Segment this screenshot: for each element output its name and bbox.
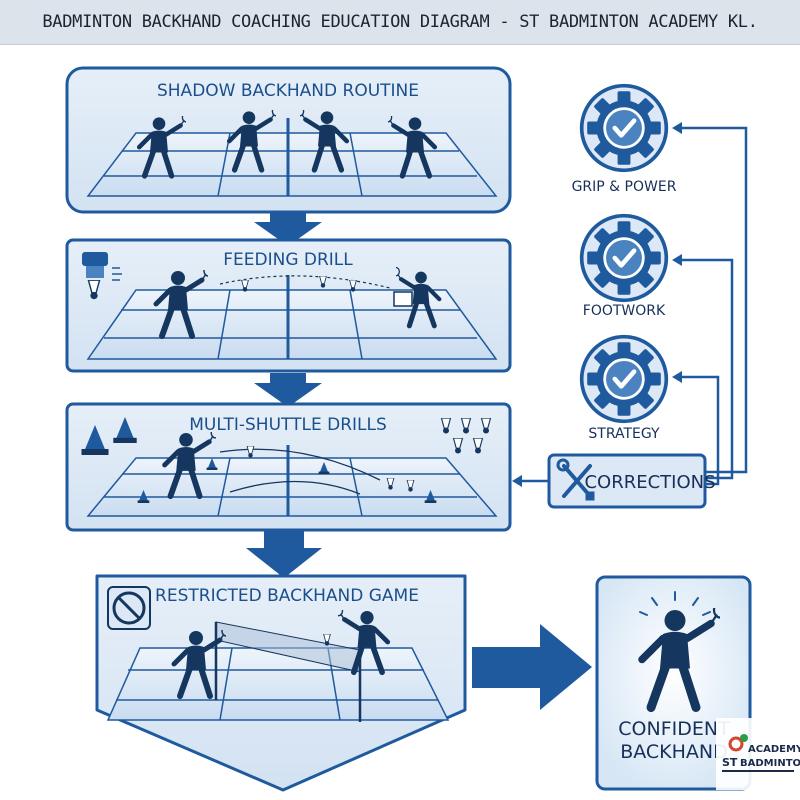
outcome-line-2: BACKHAND [620, 741, 728, 763]
outcome-confident-backhand: CONFIDENT BACKHAND [595, 575, 752, 791]
svg-text:ST: ST [722, 756, 738, 769]
glow-rays [639, 591, 711, 616]
svg-text:STRATEGY: STRATEGY [588, 426, 660, 442]
flow-arrow-3 [246, 530, 322, 578]
step-shadow-backhand: SHADOW BACKHAND ROUTINE [65, 66, 512, 214]
step-1-title: SHADOW BACKHAND ROUTINE [157, 81, 419, 101]
flow-arrow-outcome [472, 624, 592, 710]
gear-check-icon [582, 86, 667, 171]
academy-logo: ACADEMY ST BADMINTON [716, 718, 800, 790]
svg-text:BADMINTON: BADMINTON [740, 758, 800, 769]
step-multi-shuttle-drills: MULTI-SHUTTLE DRILLS [65, 402, 512, 532]
step-3-title: MULTI-SHUTTLE DRILLS [189, 415, 387, 435]
page-header: BADMINTON BACKHAND COACHING EDUCATION DI… [0, 0, 800, 45]
flow-arrow-2 [254, 373, 322, 407]
feedback-strategy: STRATEGY [582, 337, 667, 442]
gear-check-icon [582, 337, 667, 422]
step-2-title: FEEDING DRILL [223, 250, 353, 270]
wrench-screwdriver-icon [556, 458, 595, 501]
feedback-connectors [518, 126, 748, 486]
step-restricted-game: RESTRICTED BACKHAND GAME [95, 574, 467, 792]
svg-text:GRIP & POWER: GRIP & POWER [572, 179, 677, 195]
no-entry-icon [107, 586, 151, 630]
feedback-footwork: FOOTWORK [582, 216, 667, 319]
svg-text:FOOTWORK: FOOTWORK [583, 303, 666, 319]
page-title: BADMINTON BACKHAND COACHING EDUCATION DI… [42, 12, 758, 32]
svg-text:ACADEMY: ACADEMY [748, 744, 800, 755]
flow-arrow-1 [254, 212, 322, 246]
feedback-grip-power: GRIP & POWER [572, 86, 677, 195]
gear-check-icon [582, 216, 667, 301]
court-1 [86, 118, 498, 197]
corrections-box: CORRECTIONS [547, 453, 716, 509]
step-feeding-drill: FEEDING DRILL [65, 238, 512, 373]
corrections-label: CORRECTIONS [584, 472, 715, 493]
court-4 [106, 647, 450, 721]
feedback-arrowheads [512, 122, 682, 487]
shuttle-launcher-icon [82, 252, 122, 300]
step-4-title: RESTRICTED BACKHAND GAME [155, 586, 419, 606]
outcome-line-1: CONFIDENT [618, 718, 730, 740]
